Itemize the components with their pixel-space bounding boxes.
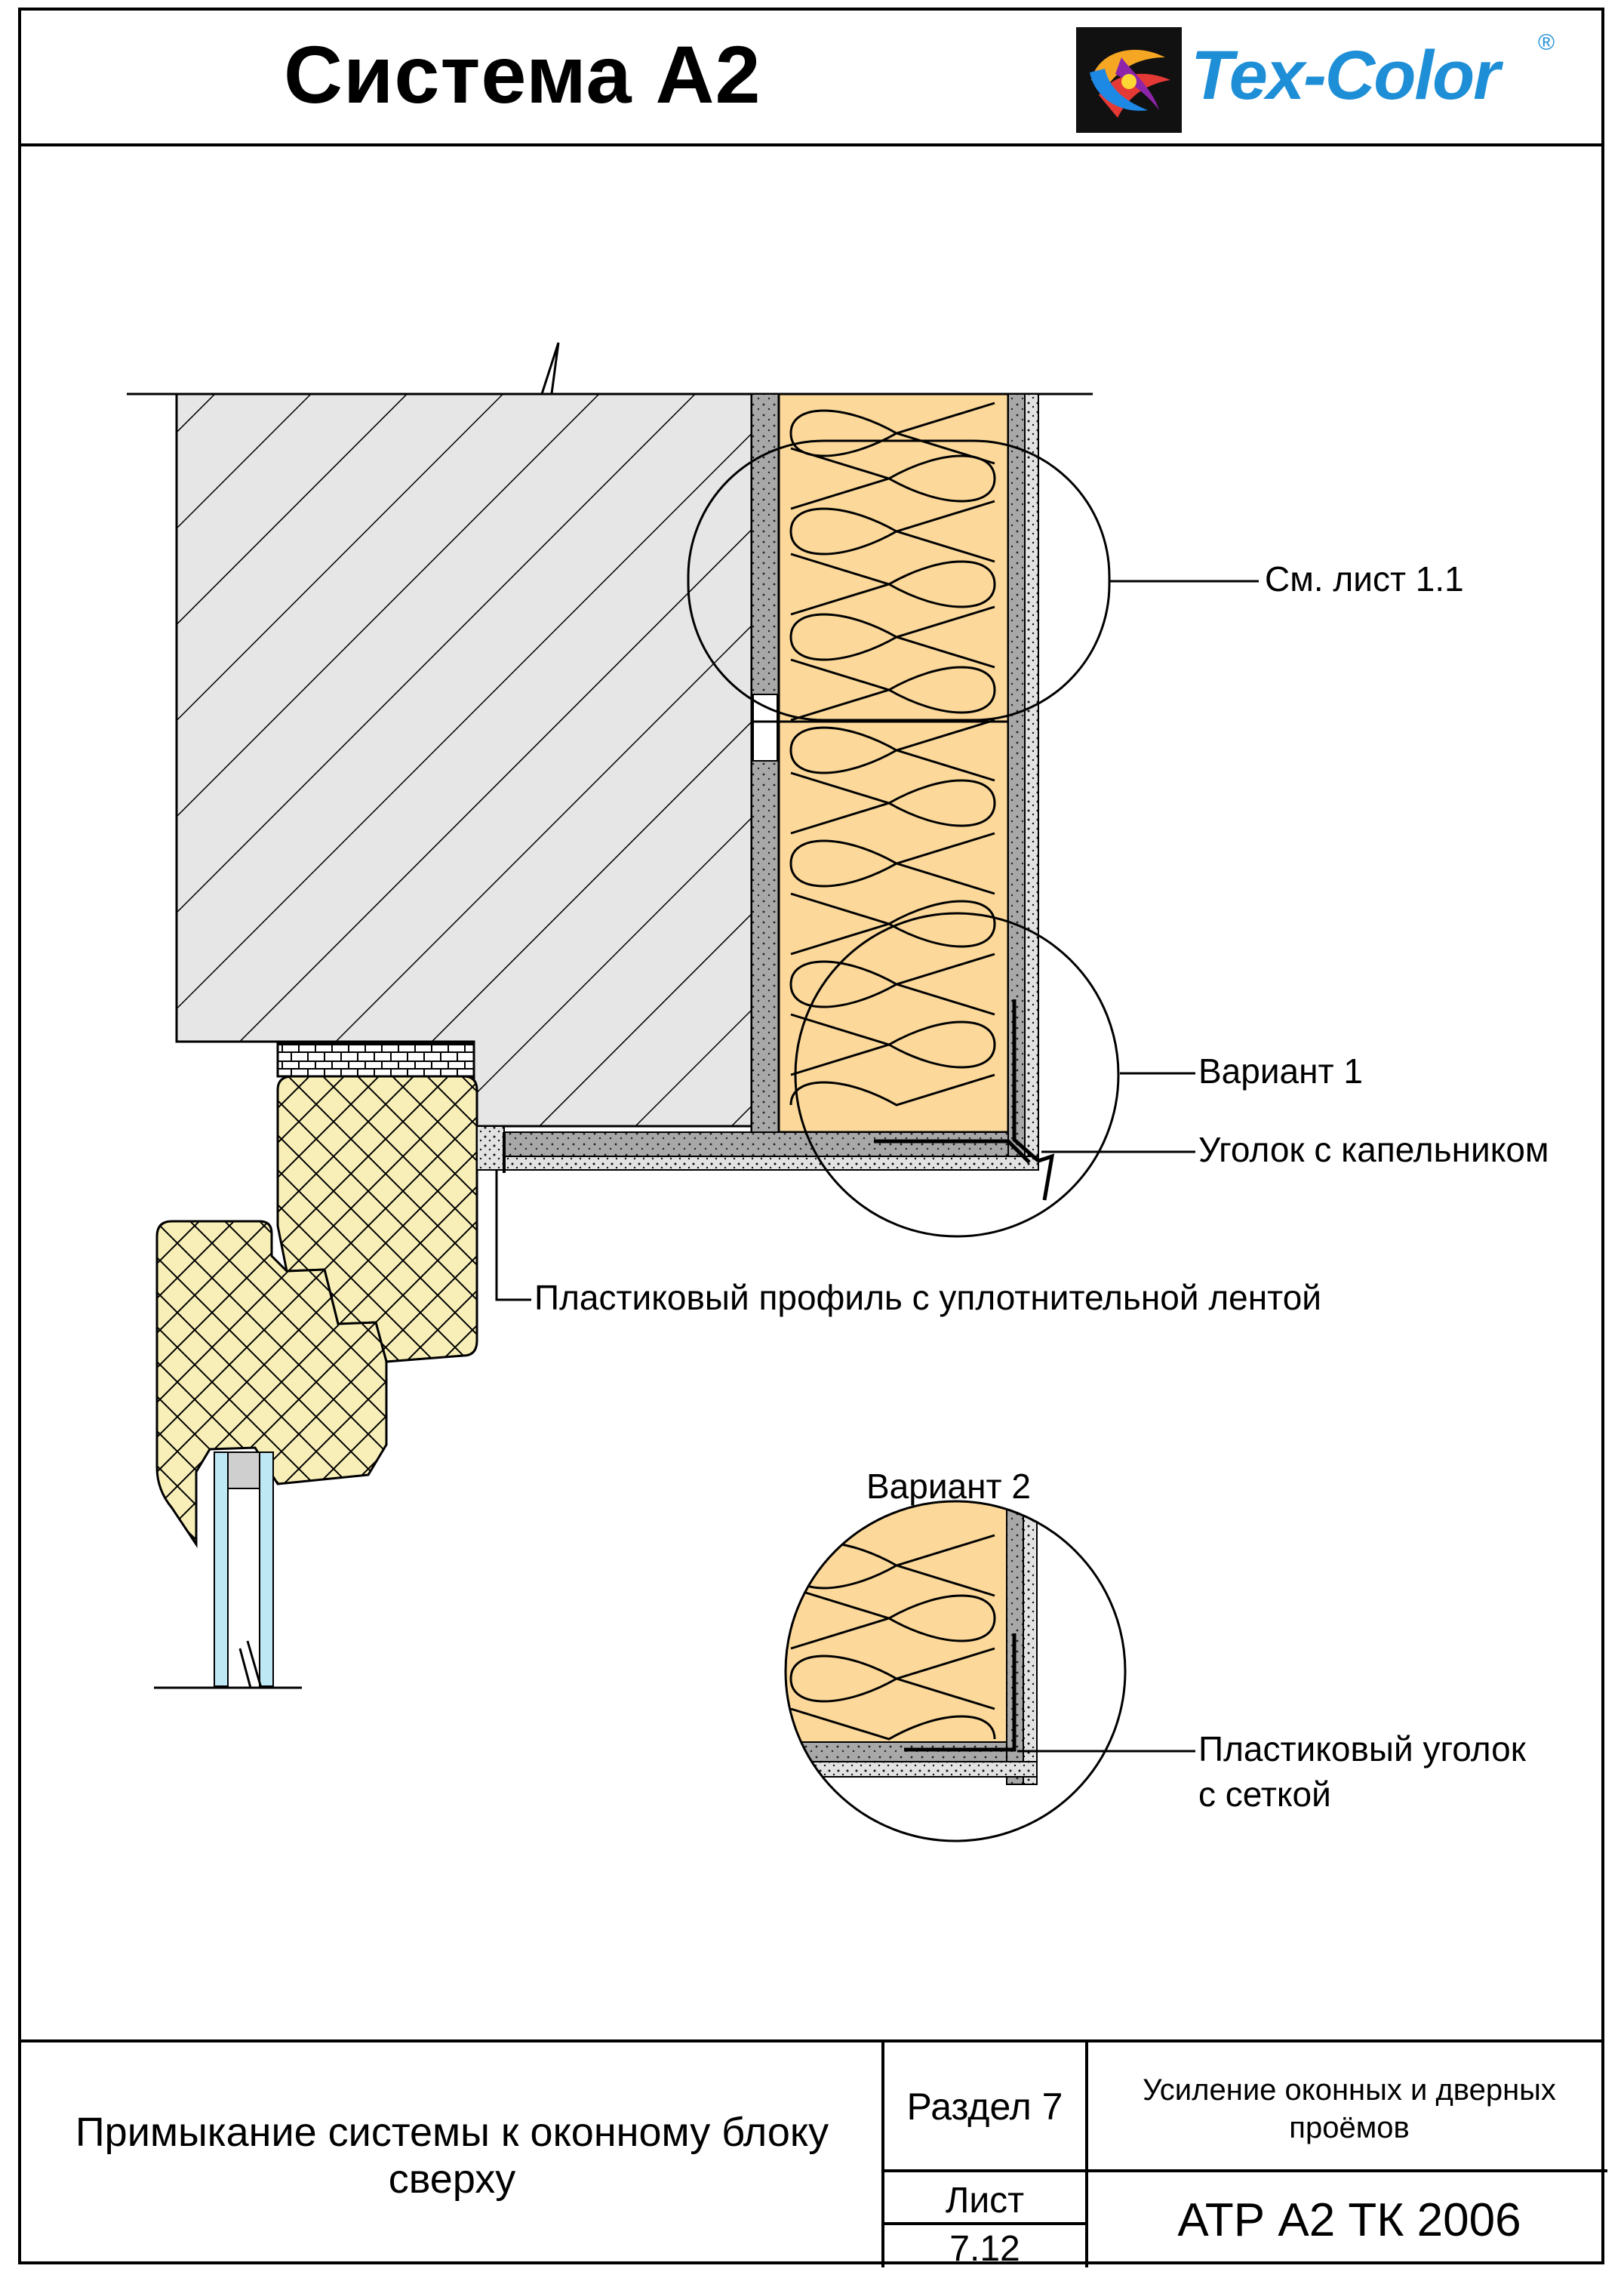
title-block-divider	[881, 2042, 884, 2267]
section-title-line1: Усиление оконных и дверных	[1143, 2073, 1556, 2107]
drip-corner	[874, 999, 1055, 1201]
window-sash	[155, 1220, 388, 1548]
label-variant1: Вариант 1	[1198, 1051, 1363, 1091]
section-number: Раздел 7	[906, 2086, 1063, 2128]
glass-pane-right	[259, 1451, 274, 1687]
detail-outline-3	[784, 1500, 1127, 1842]
variant2-detail	[786, 1501, 1038, 1785]
logo-text: Tex-Color	[1191, 37, 1500, 114]
title-block: Примыкание системы к оконному блоку свер…	[21, 2039, 1607, 2269]
drawing-sheet: Система А2 Tex-Color ®	[18, 8, 1607, 2269]
label-drip-corner: Уголок с капельником	[1198, 1130, 1549, 1169]
glass-pane-left	[214, 1451, 229, 1687]
header-divider	[21, 143, 1601, 146]
insulation-board	[777, 392, 1010, 1134]
page-title: Система А2	[284, 29, 761, 120]
glass-break-line	[154, 1640, 302, 1689]
leader-profile	[495, 1170, 531, 1301]
logo-mark-icon	[1076, 27, 1182, 133]
detail-outline-2	[794, 912, 1120, 1238]
window-frame	[276, 1075, 478, 1363]
adhesive-gap	[752, 694, 778, 762]
frame-seal	[276, 1042, 475, 1078]
sheet-label: Лист	[945, 2181, 1025, 2221]
sealing-tape	[476, 1125, 505, 1171]
base-coat-layer	[1007, 393, 1026, 1157]
concrete-wall	[175, 392, 780, 1134]
label-variant2: Вариант 2	[866, 1467, 1031, 1506]
drawing-name-line2: сверху	[388, 2156, 516, 2202]
section-drawing	[127, 342, 1259, 1842]
drawing-name-line1: Примыкание системы к оконному блоку	[75, 2110, 829, 2155]
drawing-name: Примыкание системы к оконному блоку свер…	[33, 2109, 871, 2203]
sheet-number: 7.12	[949, 2229, 1020, 2269]
finish-coat-layer	[1024, 393, 1039, 1157]
glass-spacer	[227, 1451, 260, 1489]
section-title-line2: проёмов	[1289, 2111, 1410, 2144]
title-block-divider	[881, 2169, 1607, 2172]
label-plastic-profile: Пластиковый профиль с уплотнительной лен…	[534, 1278, 1321, 1317]
title-block-divider	[1085, 2042, 1088, 2267]
registered-mark: ®	[1538, 30, 1555, 55]
title-block-divider	[881, 2222, 1085, 2225]
label-see-sheet: См. лист 1.1	[1265, 559, 1464, 599]
insulation-pattern	[789, 402, 996, 1107]
soffit-finish-coat	[503, 1156, 1039, 1171]
tex-color-logo: Tex-Color ®	[1076, 20, 1567, 134]
label-plastic-corner-line2: с сеткой	[1198, 1775, 1331, 1814]
label-plastic-corner-line1: Пластиковый уголок	[1198, 1729, 1526, 1768]
document-code: АТР А2 ТК 2006	[1177, 2194, 1521, 2246]
section-title: Усиление оконных и дверных проёмов	[1091, 2071, 1607, 2147]
adhesive-layer	[751, 393, 780, 1133]
